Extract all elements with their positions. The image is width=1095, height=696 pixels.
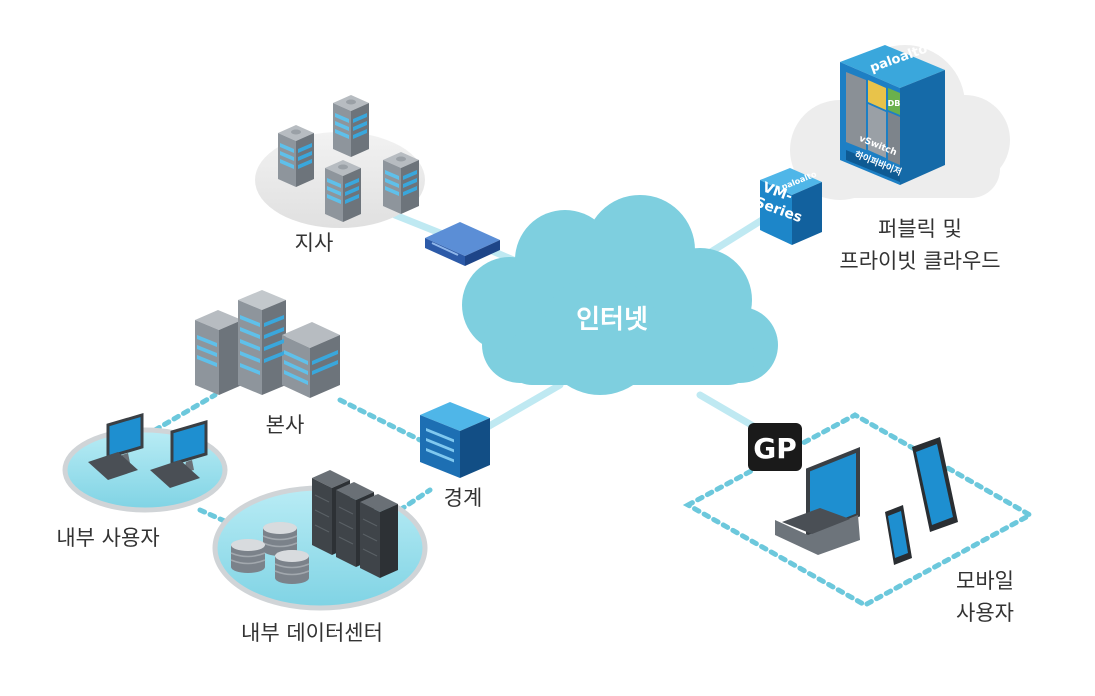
gp-badge-text: GP [753, 432, 797, 465]
branch-server-3 [325, 160, 361, 222]
database-2-icon [230, 538, 266, 574]
line-internet-mobile [696, 391, 764, 434]
internal-datacenter-label: 내부 데이터센터 [241, 621, 383, 645]
branch-label: 지사 [295, 231, 334, 255]
tablet-icon [912, 437, 958, 532]
hq-label: 본사 [266, 413, 305, 437]
vm-series-appliance-large: paloalto vSwitch 하이퍼바이저 DB [840, 41, 945, 185]
dotted-hq-perimeter [337, 397, 423, 443]
server-racks [312, 470, 398, 578]
keyboard-1-icon [88, 452, 138, 480]
laptop-icon [775, 447, 860, 555]
dotted-datacenter-perimeter [397, 487, 433, 513]
vm-series-box: VM- Series paloalto [753, 168, 822, 245]
perimeter-firewall-icon: 경계 [420, 402, 490, 510]
mobile-label-line2: 사용자 [956, 601, 1014, 625]
branch-office: 지사 [255, 95, 425, 255]
branch-server-1 [278, 125, 314, 187]
internal-users-label: 내부 사용자 [56, 526, 159, 550]
branch-server-2 [333, 95, 369, 157]
mobile-label-line1: 모바일 [956, 569, 1014, 593]
internet-label: 인터넷 [576, 305, 648, 335]
phone-icon [885, 505, 912, 565]
keyboard-2-icon [150, 460, 200, 488]
db-label: DB [888, 99, 901, 108]
headquarters: 본사 [195, 290, 340, 437]
branch-server-4 [383, 152, 419, 214]
internal-datacenter: 내부 데이터센터 [212, 470, 428, 645]
internal-users: 내부 사용자 [56, 413, 228, 550]
globalprotect-badge: GP [748, 423, 802, 471]
cloud-label-line2: 프라이빗 클라우드 [839, 249, 1000, 273]
mobile-users: GP 모바일 사용자 [682, 412, 1036, 625]
database-3-icon [274, 549, 310, 585]
branch-router-icon [425, 222, 500, 266]
dotted-users-hq [152, 392, 218, 433]
cloud-label-line1: 퍼블릭 및 [878, 217, 962, 241]
internet-cloud: 인터넷 [462, 195, 778, 395]
perimeter-label: 경계 [444, 486, 483, 510]
